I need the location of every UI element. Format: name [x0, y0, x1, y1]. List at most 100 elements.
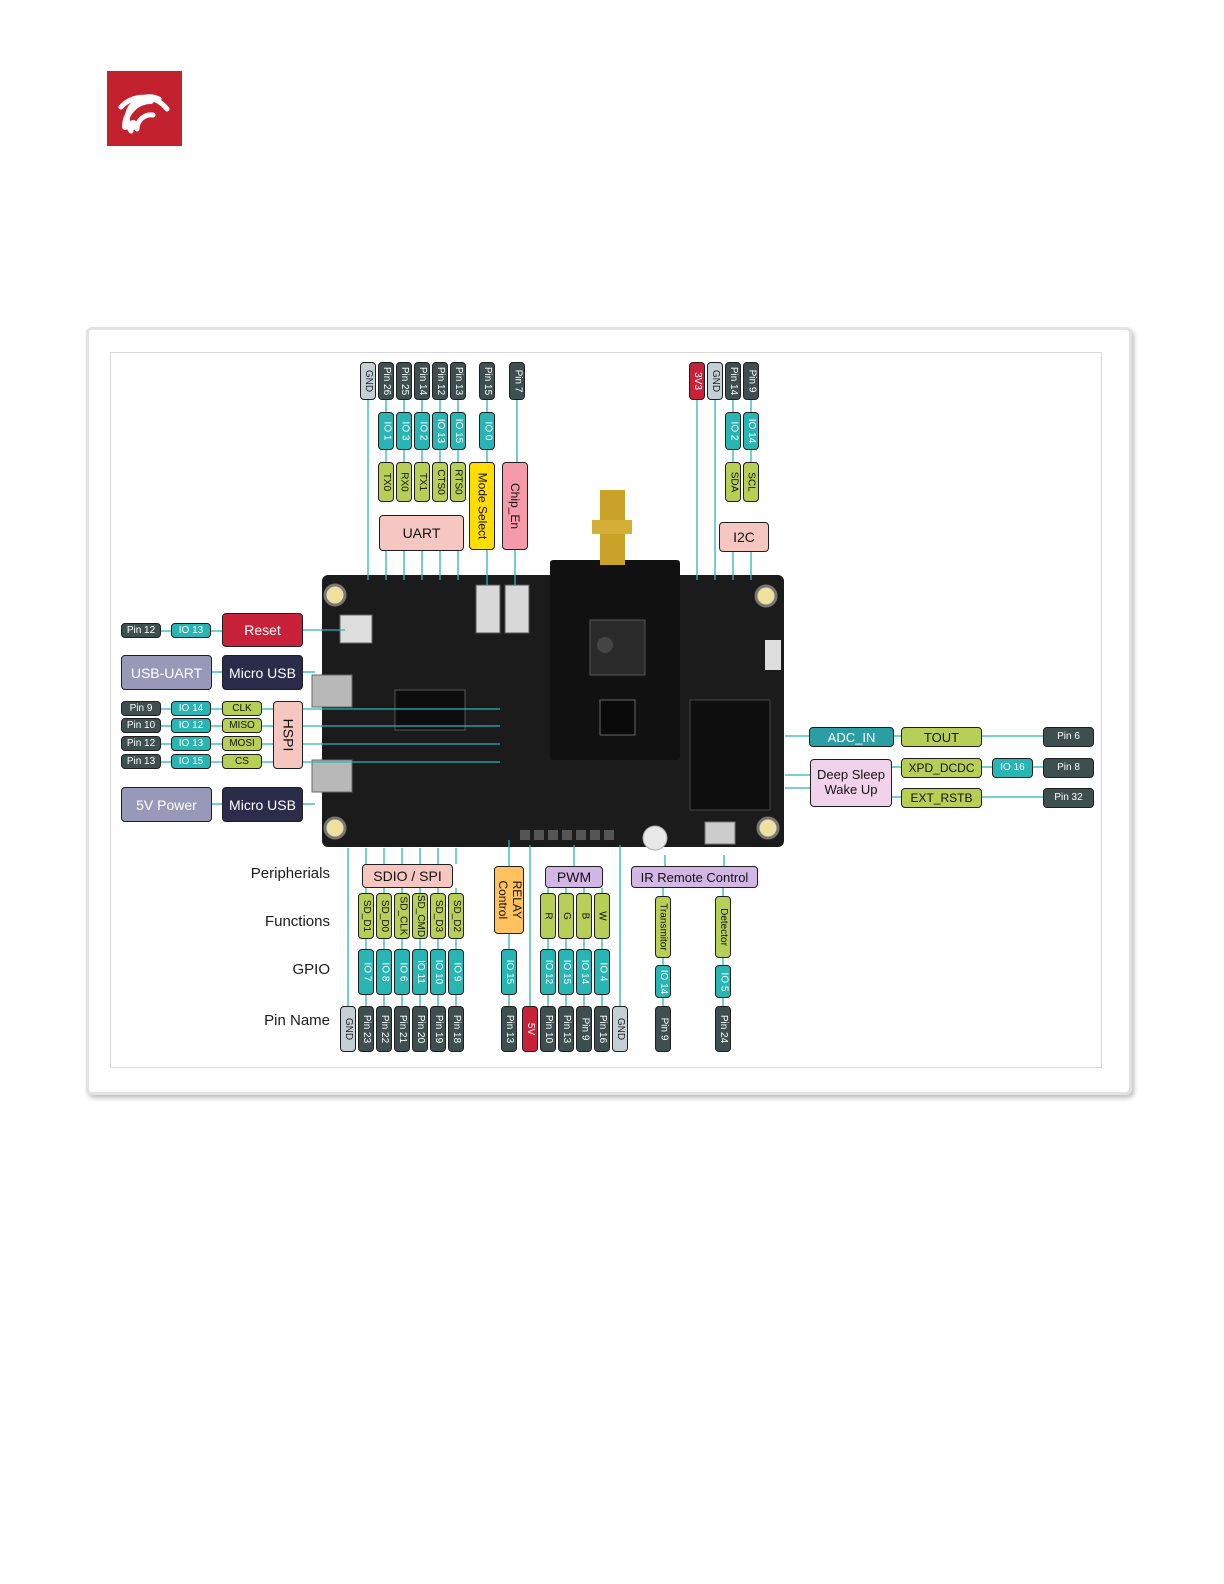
reset-gpio-text: IO 13	[178, 624, 204, 636]
top-right-gpio-2-text: IO 14	[746, 418, 757, 444]
sdio-gpio-6-text: IO 9	[451, 962, 462, 982]
hspi-func-2: MISO	[222, 718, 262, 733]
top-gpio-3: IO 2	[414, 412, 430, 450]
pwm-label: PWM	[545, 866, 603, 888]
esp-test-board	[311, 490, 784, 851]
pwm-gpio-3-text: IO 14	[579, 959, 590, 985]
xpd-pin: Pin 8	[1043, 758, 1094, 778]
pwm-func-4-text: W	[596, 911, 608, 921]
top-right-pin-1-text: 3V3	[692, 372, 704, 390]
pwm-label-text: PWM	[556, 869, 592, 885]
top-pin-6: Pin 13	[450, 362, 466, 400]
top-right-pin-2-text: GND	[710, 369, 722, 393]
sdio-gpio-2: IO 8	[376, 949, 392, 995]
hspi-gpio-3: IO 13	[171, 736, 211, 751]
sdio-func-2-text: SD_D0	[379, 899, 390, 933]
top-right-func-2: SCL	[743, 462, 759, 502]
sdio-spi-label: SDIO / SPI	[362, 864, 453, 888]
ir-func-1-text: Transmitor	[658, 903, 670, 951]
reset-pin: Pin 12	[121, 623, 161, 638]
top-pin-2: Pin 26	[378, 362, 394, 400]
deep-sleep-label: Deep Sleep Wake Up	[810, 759, 892, 807]
relay-control-label-text: RELAY Control	[496, 880, 524, 920]
hspi-pin-4: Pin 13	[121, 754, 161, 769]
top-pin-8: Pin 7	[509, 362, 525, 400]
sdio-pin-6-text: Pin 19	[433, 1014, 445, 1044]
adc-in-label-text: ADC_IN	[827, 729, 876, 745]
top-pin-5: Pin 12	[432, 362, 448, 400]
diagram-inner-border	[110, 352, 1102, 1068]
xpd-gpio-text: IO 16	[1000, 762, 1025, 773]
sdio-pin-1: GND	[340, 1006, 356, 1052]
pwm-pin-1-text: 5V	[524, 1022, 536, 1036]
hspi-func-4: CS	[222, 754, 262, 769]
reset-button-label-text: Reset	[244, 622, 281, 638]
hspi-func-2-text: MISO	[229, 719, 255, 731]
sdio-gpio-5-text: IO 10	[433, 959, 444, 985]
top-pin-4-text: Pin 14	[417, 366, 429, 396]
top-right-pin-3-text: Pin 14	[728, 366, 740, 396]
top-pin-5-text: Pin 12	[435, 366, 447, 396]
sdio-pin-4-text: Pin 21	[397, 1014, 409, 1044]
top-right-pin-3: Pin 14	[725, 362, 741, 400]
micro-usb-2-label: Micro USB	[222, 787, 303, 822]
sdio-func-5-text: SD_D3	[433, 899, 444, 933]
top-right-func-2-text: SCL	[746, 472, 758, 492]
top-gpio-6-text: IO 0	[482, 421, 493, 441]
top-func-4-text: CTS0	[435, 469, 446, 495]
top-func-5: RTS0	[450, 462, 466, 502]
pwm-func-1-text: R	[542, 912, 554, 920]
relay-pin-text: Pin 13	[504, 1014, 516, 1044]
hspi-pin-2-text: Pin 10	[126, 719, 156, 731]
sdio-func-5: SD_D3	[430, 893, 446, 939]
hspi-gpio-4-text: IO 15	[178, 755, 204, 767]
pwm-pin-3-text: Pin 13	[561, 1014, 573, 1044]
uart-label-text: UART	[402, 525, 441, 541]
hspi-gpio-1: IO 14	[171, 701, 211, 716]
top-right-func-1: SDA	[725, 462, 741, 502]
hspi-func-1: CLK	[222, 701, 262, 716]
ir-gpio-1-text: IO 14	[658, 969, 669, 994]
tout-label: TOUT	[901, 727, 982, 747]
sdio-gpio-6: IO 9	[448, 949, 464, 995]
ext-rstb-label-text: EXT_RSTB	[910, 791, 973, 805]
top-gpio-2: IO 3	[396, 412, 412, 450]
top-right-gpio-1: IO 2	[725, 412, 741, 450]
top-gpio-4-text: IO 13	[435, 418, 446, 444]
sdio-func-4: SD_CMD	[412, 893, 428, 939]
top-pin-3-text: Pin 25	[399, 366, 411, 396]
hspi-gpio-2: IO 12	[171, 718, 211, 733]
ext-rstb-label: EXT_RSTB	[901, 788, 982, 808]
reset-button-label: Reset	[222, 613, 303, 647]
mode-select-label: Mode Select	[469, 462, 495, 550]
top-pin-7: Pin 15	[479, 362, 495, 400]
xpd-pin-text: Pin 8	[1057, 762, 1080, 773]
pwm-func-3: B	[576, 893, 592, 939]
top-pin-3: Pin 25	[396, 362, 412, 400]
pwm-pin-2-text: Pin 10	[543, 1014, 555, 1044]
hspi-gpio-1-text: IO 14	[178, 702, 204, 714]
row-label-functions: Functions	[264, 913, 330, 930]
ext-pin-text: Pin 32	[1054, 792, 1083, 803]
hspi-gpio-4: IO 15	[171, 754, 211, 769]
top-gpio-1-text: IO 1	[381, 421, 392, 441]
top-right-gpio-1-text: IO 2	[728, 421, 739, 441]
top-func-4: CTS0	[432, 462, 448, 502]
sdio-pin-1-text: GND	[343, 1017, 355, 1041]
top-gpio-5-text: IO 15	[453, 418, 464, 444]
top-right-pin-1: 3V3	[689, 362, 705, 400]
pwm-func-1: R	[540, 893, 556, 939]
relay-control-label: RELAY Control	[494, 866, 524, 934]
pwm-gpio-1: IO 12	[540, 949, 556, 995]
hspi-pin-1: Pin 9	[121, 701, 161, 716]
pwm-gpio-1-text: IO 12	[543, 959, 554, 985]
top-gpio-6: IO 0	[479, 412, 495, 450]
ext-pin: Pin 32	[1043, 788, 1094, 808]
uart-label: UART	[379, 515, 464, 551]
sdio-pin-2-text: Pin 23	[361, 1014, 373, 1044]
sdio-gpio-3-text: IO 6	[397, 962, 408, 982]
sdio-func-1-text: SD_D1	[361, 899, 372, 933]
hspi-func-1-text: CLK	[232, 702, 252, 714]
top-func-5-text: RTS0	[453, 469, 465, 495]
